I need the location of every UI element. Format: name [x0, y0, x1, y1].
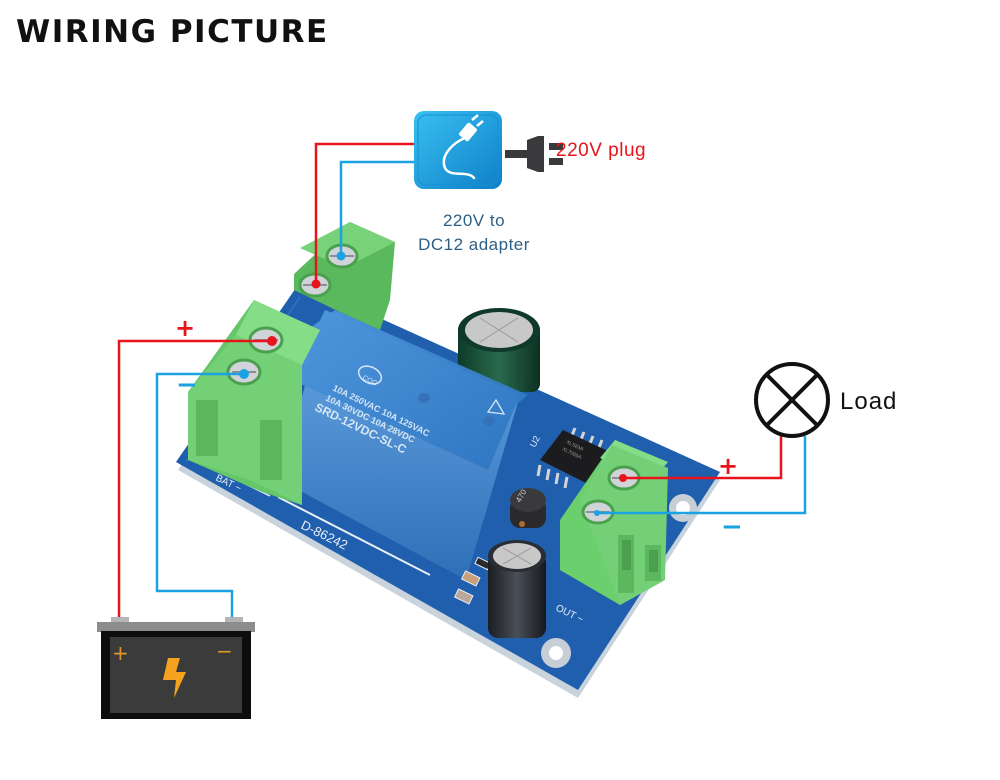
- wire-endpoint: [239, 369, 249, 379]
- wire-adapter-positive: [314, 142, 414, 283]
- wire-load-positive: [623, 436, 783, 480]
- wires: [117, 142, 807, 617]
- wire-battery-positive: [117, 339, 272, 617]
- wire-endpoint: [267, 336, 277, 346]
- capacitor-black: [488, 540, 546, 638]
- battery-plus-sign: +: [112, 641, 129, 665]
- plug-icon: [505, 136, 563, 172]
- capacitor-green: [458, 308, 540, 392]
- adapter-icon: [414, 111, 502, 189]
- wire-endpoint: [311, 279, 321, 289]
- adapter-label: 220V to DC12 adapter: [400, 209, 548, 257]
- inductor: 470: [510, 487, 546, 528]
- wire-load-negative: [597, 436, 807, 515]
- ic-label: U2: [528, 434, 542, 449]
- wire-battery-negative: [155, 372, 244, 617]
- wire-endpoint: [336, 251, 346, 261]
- load-plus-sign: +: [718, 452, 739, 480]
- load-label: Load: [840, 388, 898, 415]
- adapter-label-line1: 220V to: [442, 211, 506, 230]
- relay: CQC 10A 250VAC 10A 125VAC 10A 30VDC 10A …: [280, 310, 528, 580]
- plug-label: 220V plug: [556, 140, 647, 161]
- ic-chip: XLSEMI XL7005A U2: [528, 427, 610, 489]
- page-title: WIRING PICTURE: [16, 14, 329, 50]
- load-minus-sign: −: [721, 512, 743, 542]
- adapter-label-line2: DC12 adapter: [418, 235, 530, 254]
- wire-adapter-negative: [339, 160, 414, 256]
- terminal-block-bat: [188, 300, 320, 505]
- bat-minus-sign: −: [176, 370, 198, 400]
- lamp-load-icon: [754, 362, 830, 438]
- battery-minus-sign: −: [216, 639, 233, 663]
- bat-plus-sign: +: [175, 314, 196, 342]
- lightning-bolt-icon: [163, 658, 186, 698]
- battery-icon: + −: [97, 617, 255, 719]
- wire-endpoint: [619, 474, 627, 482]
- wire-endpoint: [594, 510, 600, 516]
